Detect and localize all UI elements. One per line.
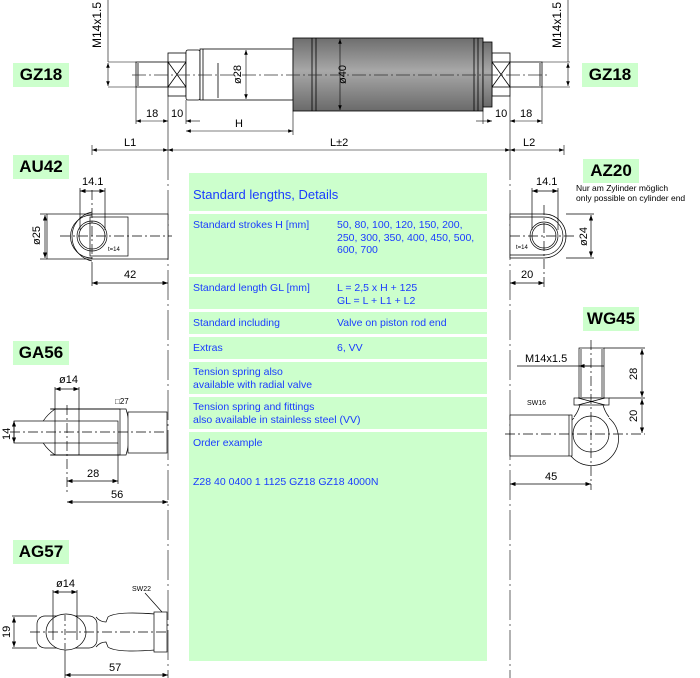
ag57-sw-text: SW22	[132, 586, 151, 593]
row-strokes: Standard strokes H [mm] 50, 80, 100, 120…	[189, 214, 487, 274]
az20-note-en: only possible on cylinder end	[576, 193, 686, 203]
label-gz18-left: GZ18	[13, 63, 69, 87]
row-including-value: Valve on piston rod end	[337, 317, 447, 329]
az20-note-de: Nur am Zylinder möglich	[576, 183, 669, 193]
details-title: Standard lengths, Details	[193, 187, 339, 202]
row-length-value-2: GL = L + L1 + L2	[337, 294, 416, 307]
ga56-height-text: 14	[1, 428, 13, 440]
az20-note: Nur am Zylinder möglich only possible on…	[576, 183, 685, 203]
main-dimension-texts: M14x1.5 M14x1.5 ø28 ø40 18 10 10 18 H L1…	[90, 2, 564, 149]
az20-drawing	[509, 188, 594, 290]
label-az20: AZ20	[583, 159, 639, 183]
ga56-inner-text: 28	[87, 468, 99, 480]
order-example-code: Z28 40 0400 1 1125 GZ18 GZ18 4000N	[193, 476, 379, 488]
dim-left-10: 10	[171, 108, 183, 120]
note-radial-valve: Tension spring also available with radia…	[189, 362, 487, 394]
az20-length-text: 20	[521, 269, 533, 281]
au42-drawing	[40, 188, 172, 286]
row-length: Standard length GL [mm] L = 2,5 x H + 12…	[189, 277, 487, 309]
ga56-length-text: 56	[111, 489, 123, 501]
thread-left-text: M14x1.5	[90, 2, 104, 48]
dim-l: L±2	[330, 137, 348, 149]
ag57-drawing	[11, 589, 168, 678]
au42-t-text: t=14	[108, 247, 121, 253]
label-au42: AU42	[13, 155, 69, 179]
note-stainless-line2: also available in stainless steel (VV)	[193, 413, 361, 426]
order-example-block: Order example Z28 40 0400 1 1125 GZ18 GZ…	[189, 432, 487, 661]
row-strokes-value-1: 50, 80, 100, 120, 150, 200,	[337, 219, 463, 231]
wg45-h1-text: 28	[628, 368, 640, 380]
row-including: Standard including Valve on piston rod e…	[189, 312, 487, 334]
row-length-value-1: L = 2,5 x H + 125	[337, 282, 418, 294]
row-extras-value: 6, VV	[337, 342, 363, 354]
row-strokes-key: Standard strokes H [mm]	[193, 219, 310, 231]
wg45-thread-text: M14x1.5	[525, 353, 567, 365]
thread-right-text: M14x1.5	[550, 2, 564, 48]
wg45-length-text: 45	[545, 471, 557, 483]
ag57-length-text: 57	[109, 662, 121, 674]
row-extras-key: Extras	[193, 342, 223, 354]
details-title-block: Standard lengths, Details	[189, 173, 487, 211]
note-stainless: Tension spring and fittings also availab…	[189, 397, 487, 429]
order-example-title: Order example	[193, 437, 263, 449]
note-radial-valve-line1: Tension spring also	[193, 366, 283, 378]
dim-stroke-h: H	[235, 118, 243, 130]
dim-right-18: 18	[520, 108, 532, 120]
ga56-square-text: □27	[115, 397, 129, 406]
dim-right-10: 10	[495, 108, 507, 120]
label-gz18-right: GZ18	[582, 63, 638, 87]
az20-t-text: t=14	[516, 245, 529, 251]
dim-l2: L2	[523, 137, 535, 149]
label-ga56: GA56	[13, 341, 69, 365]
dim-left-18: 18	[146, 108, 158, 120]
az20-width-text: 14.1	[536, 176, 557, 188]
row-including-key: Standard including	[193, 317, 280, 329]
ga56-pin-text: ø14	[59, 374, 78, 386]
au42-length-text: 42	[124, 269, 136, 281]
row-length-key: Standard length GL [mm]	[193, 282, 310, 294]
body-dia-text: ø40	[337, 65, 349, 84]
au42-dia-text: ø25	[31, 226, 43, 245]
ag57-pin-text: ø14	[56, 578, 75, 590]
label-ag57: AG57	[13, 540, 69, 564]
row-strokes-value-2: 250, 300, 350, 400, 450, 500,	[337, 231, 475, 244]
note-stainless-line1: Tension spring and fittings	[193, 401, 315, 413]
note-radial-valve-line2: available with radial valve	[193, 378, 313, 391]
az20-dia-text: ø24	[578, 227, 590, 246]
row-strokes-value-3: 600, 700	[337, 244, 378, 256]
dim-l1: L1	[124, 137, 136, 149]
au42-width-text: 14.1	[82, 176, 103, 188]
label-wg45: WG45	[583, 307, 639, 331]
wg45-h2-text: 20	[628, 410, 640, 422]
row-extras: Extras 6, VV	[189, 337, 487, 359]
wg45-sw-text: SW16	[527, 400, 546, 407]
wg45-drawing	[505, 340, 645, 490]
ga56-drawing	[10, 386, 168, 505]
ag57-height-text: 19	[1, 626, 13, 638]
rod-dia-text: ø28	[232, 65, 244, 84]
